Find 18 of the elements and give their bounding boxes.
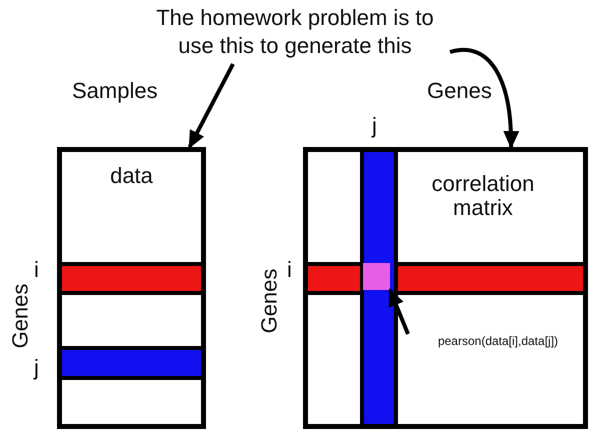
- matrix-title: correlation matrix: [430, 172, 536, 220]
- index-label: i: [34, 257, 39, 283]
- arrow: [188, 63, 235, 149]
- axis-label: Genes: [427, 78, 492, 104]
- formula-label: pearson(data[i],data[j]): [408, 334, 583, 352]
- axis-label: Samples: [72, 78, 158, 104]
- arrow: [388, 288, 410, 335]
- highlighted-cell: [363, 263, 390, 290]
- index-label: i: [287, 257, 292, 283]
- index-label: j: [372, 113, 377, 139]
- heading-text: The homework problem is to use this to generate this: [140, 4, 450, 64]
- index-label: j: [34, 355, 39, 381]
- matrix-title: data: [109, 164, 154, 188]
- correlation-matrix: [303, 147, 588, 429]
- data-matrix: [57, 147, 206, 429]
- axis-label: Genes: [256, 268, 282, 334]
- axis-label: Genes: [7, 284, 34, 348]
- arrow: [450, 48, 519, 149]
